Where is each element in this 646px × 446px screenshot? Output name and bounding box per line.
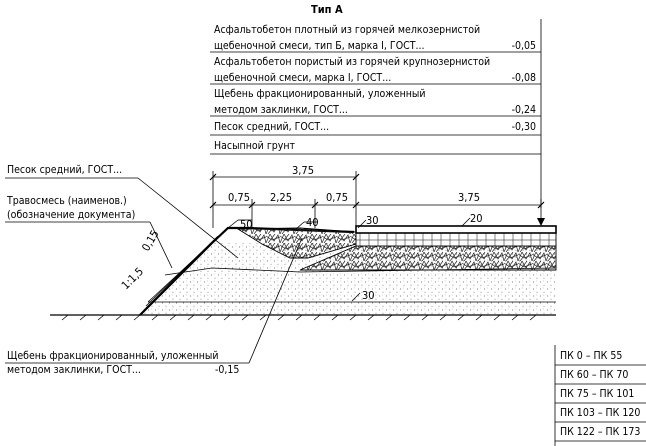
dim-thickness: 20 xyxy=(470,212,483,225)
layer-row: Асфальтобетон плотный из горячей мелкозе… xyxy=(210,24,541,53)
dim-part: 0,75 xyxy=(326,191,348,204)
dim-part: 2,25 xyxy=(270,191,292,204)
dim-thickness: 50 xyxy=(240,218,253,231)
dim-right: 3,75 xyxy=(458,191,480,204)
grass-strip xyxy=(143,235,219,311)
ground-line xyxy=(50,314,556,321)
station-table: ПК 0 – ПК 55 ПК 60 – ПК 70 ПК 75 – ПК 10… xyxy=(554,345,646,446)
layer-name-line1: Асфальтобетон плотный из горячей мелкозе… xyxy=(214,24,480,36)
porous-asphalt-layer xyxy=(355,232,557,247)
layer-row: Щебень фракционированный, уложенный мето… xyxy=(210,88,541,117)
layer-thickness: -0,30 xyxy=(512,121,536,133)
callout-gravel: Щебень фракционированный, уложенный мето… xyxy=(5,237,303,376)
callout-gravel-line1: Щебень фракционированный, уложенный xyxy=(7,350,219,362)
callout-gravel-thickness: -0,15 xyxy=(215,364,239,376)
station-range: ПК 60 – ПК 70 xyxy=(560,369,628,381)
table-leader-arrow xyxy=(537,218,545,226)
dim-slope: 1:1,5 xyxy=(119,265,146,292)
layer-table: Асфальтобетон плотный из горячей мелкозе… xyxy=(210,24,541,155)
station-range: ПК 0 – ПК 55 xyxy=(560,350,622,362)
layer-thickness: -0,08 xyxy=(512,72,536,84)
layer-name-line1: Асфальтобетон пористый из горячей крупно… xyxy=(214,56,490,68)
station-range: ПК 122 – ПК 173 xyxy=(560,426,640,438)
callout-grass-line1: Травосмесь (наименов.) xyxy=(6,195,127,207)
dim-thickness: 40 xyxy=(306,216,319,229)
layer-row: Асфальтобетон пористый из горячей крупно… xyxy=(210,56,541,85)
callout-gravel-line2: методом заклинки, ГОСТ... xyxy=(7,364,141,376)
callout-grass-line2: (обозначение документа) xyxy=(7,209,135,221)
dim-thickness: 30 xyxy=(366,214,379,227)
layer-thickness: -0,24 xyxy=(512,104,536,116)
layer-name-line2: методом заклинки, ГОСТ... xyxy=(214,104,348,116)
station-range: ПК 75 – ПК 101 xyxy=(560,388,634,400)
dim-thickness: 30 xyxy=(362,289,375,302)
callout-sand-label: Песок средний, ГОСТ... xyxy=(7,164,122,176)
gravel-shoulder xyxy=(236,227,357,259)
layer-name-line1: Щебень фракционированный, уложенный xyxy=(214,88,426,100)
base-layer-label: Насыпной грунт xyxy=(214,140,296,152)
station-range: ПК 103 – ПК 120 xyxy=(560,407,640,419)
dim-depth: 0,15 xyxy=(139,228,161,254)
callout-grass: Травосмесь (наименов.) (обозначение доку… xyxy=(5,195,173,269)
layer-row: Песок средний, ГОСТ... -0,30 xyxy=(210,121,541,136)
layer-name-line2: щебеночной смеси, марка I, ГОСТ... xyxy=(214,72,391,84)
dim-total: 3,75 xyxy=(292,164,314,177)
dim-part: 0,75 xyxy=(228,191,250,204)
layer-name-line1: Песок средний, ГОСТ... xyxy=(214,121,329,133)
callout-sand: Песок средний, ГОСТ... xyxy=(5,164,239,259)
section-title: Тип А xyxy=(311,3,343,16)
layer-name-line2: щебеночной смеси, тип Б, марка I, ГОСТ..… xyxy=(214,40,425,52)
dense-asphalt-layer xyxy=(355,225,557,234)
layer-thickness: -0,05 xyxy=(512,40,536,52)
slope-line xyxy=(139,242,213,316)
